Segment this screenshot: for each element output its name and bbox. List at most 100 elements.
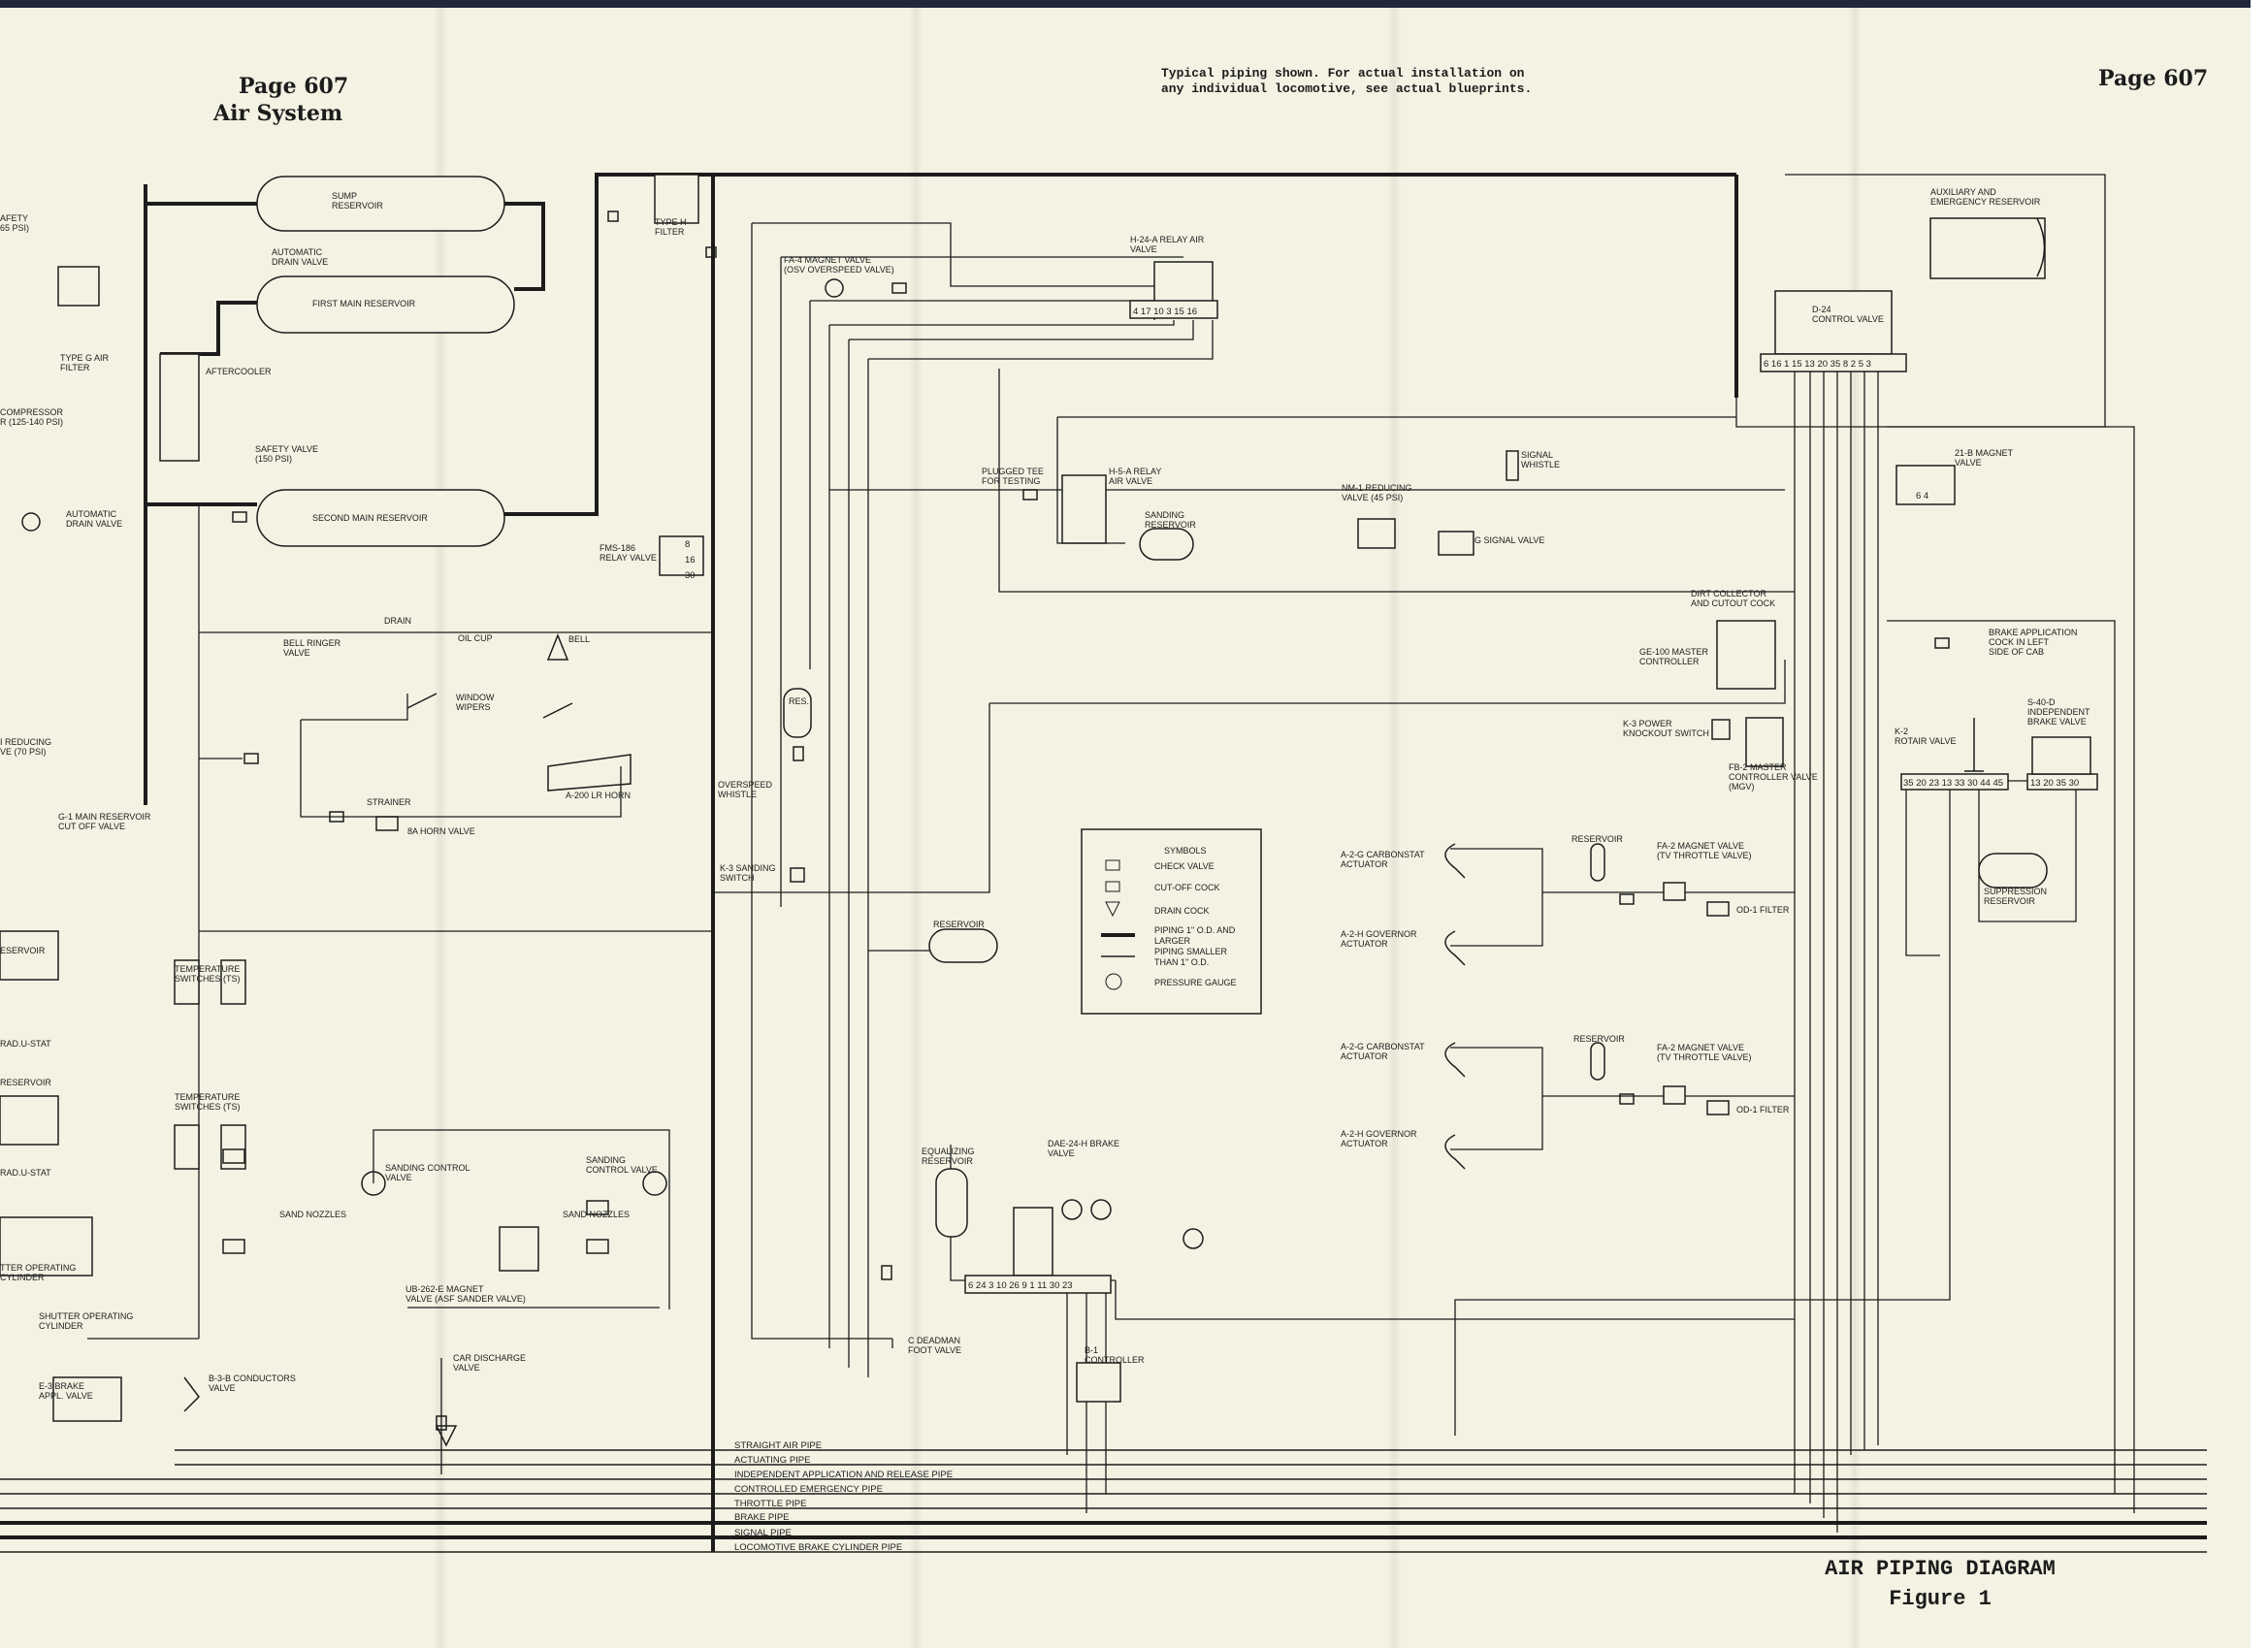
label-line: SAND NOZZLES xyxy=(279,1210,346,1219)
rotair-drop-1 xyxy=(1905,781,1940,956)
magnet-21b-ports: 6 4 xyxy=(1916,491,1928,501)
label-line: COMPRESSOR xyxy=(0,407,64,417)
label-line: ACTUATOR xyxy=(1341,859,1388,869)
pressure-gauge-icon xyxy=(1183,1228,1204,1249)
label-rad-stat-1: RAD.U-STAT xyxy=(0,1039,51,1049)
reservoir-left-icon xyxy=(0,1095,59,1146)
label-line: CONTROLLER xyxy=(1639,657,1700,666)
pipe-bus xyxy=(0,1449,2207,1553)
sand-nozzle-icon xyxy=(222,1148,245,1164)
actuator-icon xyxy=(1444,1042,1466,1078)
section-title: Air System xyxy=(213,101,343,126)
label-safety-valve-150: SAFETY VALVE(150 PSI) xyxy=(255,444,318,464)
first-to-aftercooler xyxy=(160,301,257,356)
label-line: RESERVOIR xyxy=(922,1156,973,1166)
label-line: (TV THROTTLE VALVE) xyxy=(1657,1052,1752,1062)
magnet-21b-icon xyxy=(1895,465,1956,505)
pipe-label-independent: INDEPENDENT APPLICATION AND RELEASE PIPE xyxy=(734,1470,953,1480)
check-valve-icon xyxy=(1619,893,1635,905)
label-first-main-reservoir: FIRST MAIN RESERVOIR xyxy=(312,299,416,308)
label-line: A-200 LR HORN xyxy=(566,791,631,800)
label-line: A-2-H GOVERNOR xyxy=(1341,929,1417,939)
label-line: FMS-186 xyxy=(599,543,635,553)
legend-item-label: PIPING 1" O.D. AND xyxy=(1154,925,1236,935)
h24-ports: 4 17 10 3 15 16 xyxy=(1133,307,1197,317)
label-line: TYPE H xyxy=(655,217,687,227)
sand-control-loop xyxy=(373,1129,670,1309)
label-line: UB-262-E MAGNET xyxy=(405,1284,484,1294)
h24-line3 xyxy=(829,320,1175,326)
aux-reservoir-tank xyxy=(1929,217,2046,279)
label-reservoir-left-1: ESERVOIR xyxy=(0,946,46,955)
b39-conductors-valve-icon xyxy=(183,1376,200,1412)
label-line: D-24 xyxy=(1812,305,1831,314)
label-line: CYLINDER xyxy=(0,1273,45,1282)
port-numbers: 4 17 10 3 15 16 6 16 1 15 13 20 35 8 2 5… xyxy=(685,307,2079,1291)
label-line: BELL RINGER xyxy=(283,638,341,648)
label-line: FOR TESTING xyxy=(982,476,1040,486)
label-line: VALVE xyxy=(1955,458,1982,468)
k3-sanding-switch-icon xyxy=(790,867,805,883)
cutoff-cock-icon xyxy=(329,811,344,823)
d24-port-block xyxy=(1760,353,1907,372)
label-line: CONTROLLER VALVE xyxy=(1729,772,1818,782)
bell-icon xyxy=(546,632,569,661)
label-sand-nozzles-1: SAND NOZZLES xyxy=(279,1210,346,1219)
type-g-filter-icon xyxy=(57,266,100,307)
nm1-reducing-valve-icon xyxy=(1357,518,1396,549)
pipe-label-signal: SIGNAL PIPE xyxy=(734,1528,792,1538)
s40d-brake-valve-icon xyxy=(2031,736,2091,775)
h24-port-block xyxy=(1129,300,1218,319)
reservoir-mid-tank xyxy=(928,928,998,963)
label-line: SUMP xyxy=(332,191,357,201)
cutoff-cock-icon xyxy=(891,282,907,294)
wiper-branch xyxy=(301,694,408,721)
label-line: SANDING CONTROL xyxy=(385,1163,470,1173)
label-line: VALVE (45 PSI) xyxy=(1342,493,1403,502)
label-line: AFETY xyxy=(0,213,28,223)
label-horn-valve: 8A HORN VALVE xyxy=(407,826,475,836)
label-line: SIGNAL xyxy=(1521,450,1553,460)
temp-switch-icon xyxy=(220,959,246,1005)
label-line: CONTROLLER xyxy=(1085,1355,1145,1365)
label-line: CONTROL VALVE xyxy=(586,1165,658,1175)
label-sand-nozzles-2: SAND NOZZLES xyxy=(563,1210,630,1219)
label-line: S-40-D xyxy=(2027,697,2056,707)
pipe-label-throttle: THROTTLE PIPE xyxy=(734,1499,806,1509)
label-line: GE-100 MASTER xyxy=(1639,647,1709,657)
label-line: OVERSPEED xyxy=(718,780,773,790)
label-line: G-1 MAIN RESERVOIR xyxy=(58,812,151,822)
rotair-drop-2 xyxy=(1454,781,1951,1436)
piping-note-line1: Typical piping shown. For actual install… xyxy=(1161,66,1525,81)
piping-note-line2: any individual locomotive, see actual bl… xyxy=(1161,81,1533,96)
label-line: CAR DISCHARGE xyxy=(453,1353,526,1363)
label-line: VALVE xyxy=(209,1383,236,1393)
label-line: SWITCHES (TS) xyxy=(175,974,241,984)
label-oil-cup: OIL CUP xyxy=(458,633,493,643)
od1-filter-icon xyxy=(1706,901,1730,917)
actuator-icon xyxy=(1444,843,1466,879)
horn-icon xyxy=(547,754,632,792)
label-line: B-3-B CONDUCTORS xyxy=(209,1373,296,1383)
label-line: AUXILIARY AND xyxy=(1930,187,1996,197)
